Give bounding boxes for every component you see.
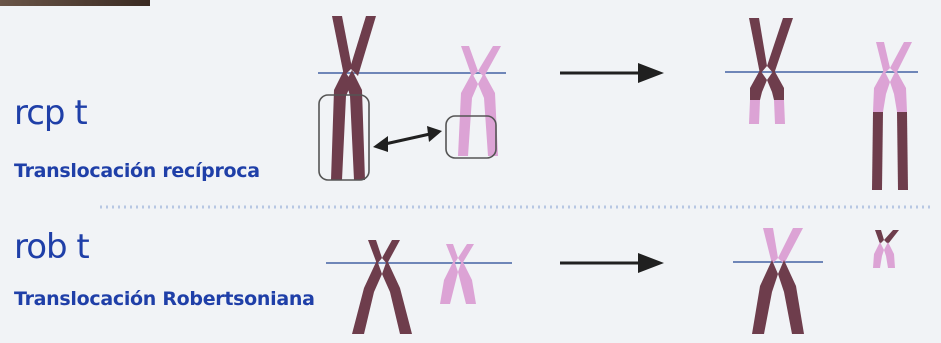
right-arrow-icon [560,253,664,273]
dark-acrocentric-before [352,240,412,334]
small-leftover-chromosome [873,230,899,268]
light-chromosome-after [872,42,912,190]
light-acrocentric-before [440,244,476,304]
reciprocal-row [318,16,918,190]
robertsonian-row [326,228,899,334]
light-chromosome-before [458,46,501,156]
double-headed-arrow-icon [373,126,442,152]
fused-chromosome [752,228,804,334]
right-arrow-icon [560,63,664,83]
